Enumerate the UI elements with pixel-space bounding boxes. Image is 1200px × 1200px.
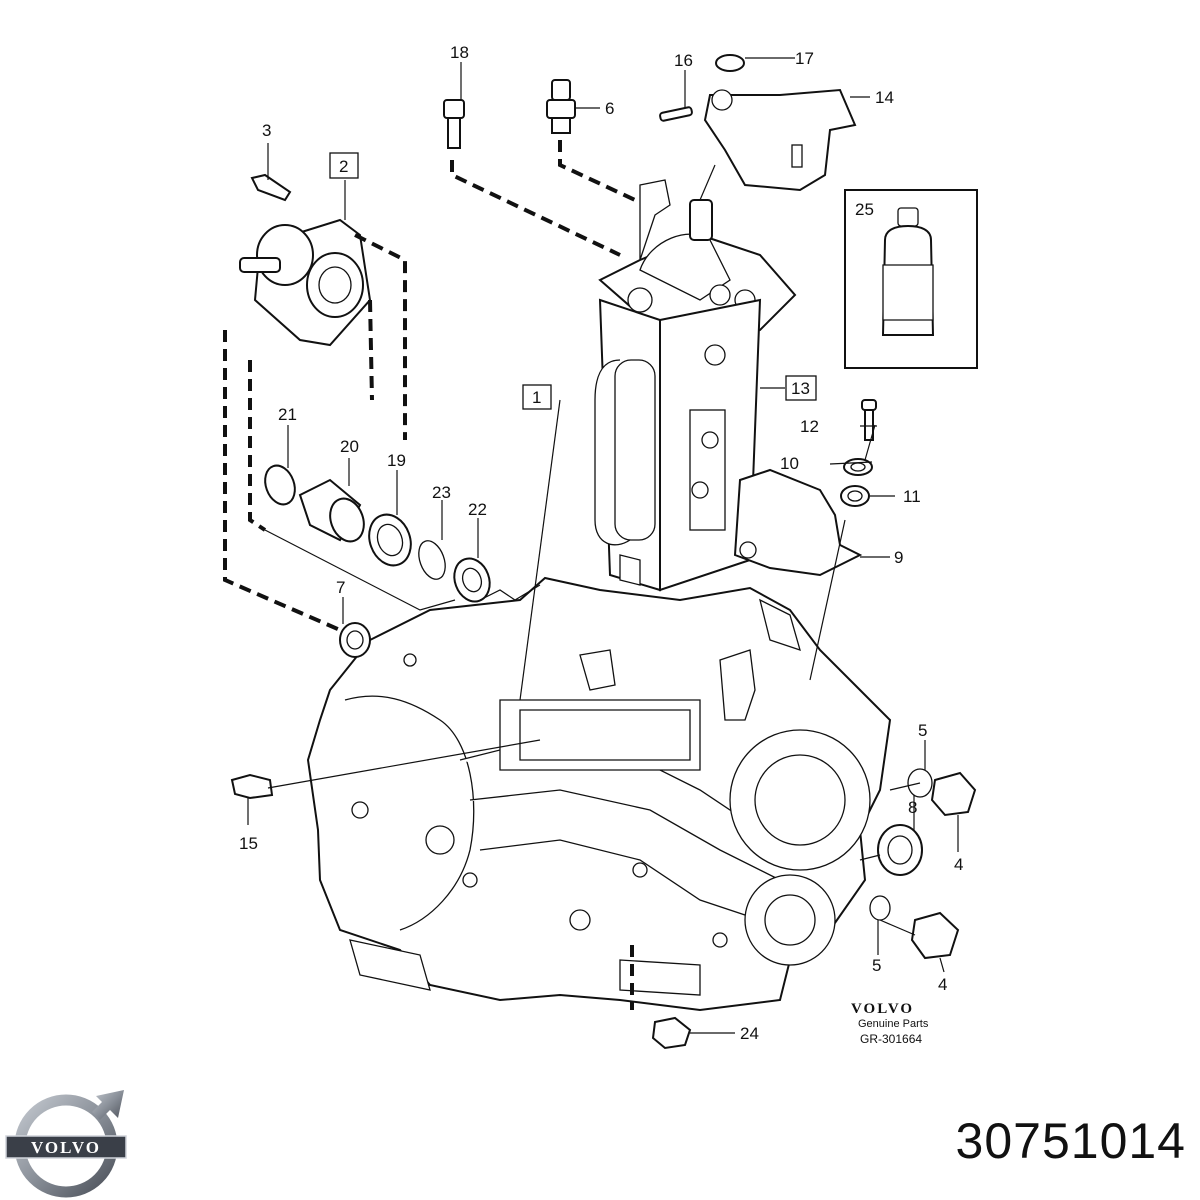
callout-leaders (247, 57, 959, 1034)
callout-13: 13 (791, 379, 810, 398)
callout-16: 16 (674, 51, 693, 70)
callout-box-2 (329, 152, 359, 179)
volvo-logo-icon: VOLVO (5, 1090, 127, 1198)
callout-18: 18 (450, 43, 469, 62)
small-parts (230, 54, 977, 1050)
callout-1: 1 (532, 388, 541, 407)
callout-2: 2 (339, 157, 348, 176)
callout-15: 15 (239, 834, 258, 853)
callout-7: 7 (336, 578, 345, 597)
callout-24: 24 (740, 1024, 759, 1043)
callout-5-lower: 5 (872, 956, 881, 975)
callout-25: 25 (855, 200, 874, 219)
callout-20: 20 (340, 437, 359, 456)
volvo-wordmark: VOLVO (31, 1138, 101, 1157)
slave-cylinder (239, 218, 372, 347)
fluid-bottle-inset (844, 189, 978, 369)
callout-box-1 (522, 384, 552, 410)
small-volvo-logo-text: VOLVO (851, 1001, 914, 1017)
genuine-parts-text: Genuine Parts (858, 1018, 929, 1030)
callout-17: 17 (795, 49, 814, 68)
callout-19: 19 (387, 451, 406, 470)
callout-12: 12 (800, 417, 819, 436)
callout-23: 23 (432, 483, 451, 502)
callout-6: 6 (605, 99, 614, 118)
gearbox-housing (306, 576, 892, 1012)
callout-3: 3 (262, 121, 271, 140)
callout-21: 21 (278, 405, 297, 424)
callout-14: 14 (875, 88, 894, 107)
diagram-reference: GR-301664 (860, 1032, 922, 1046)
callout-11: 11 (903, 487, 921, 506)
assembly-thin-lines (264, 164, 921, 936)
callout-box-13 (785, 375, 817, 401)
callout-4-lower: 4 (938, 975, 947, 994)
gear-selector-module (594, 179, 797, 592)
callout-labels: 3 2 18 6 16 17 14 25 1 13 12 10 11 9 21 … (239, 43, 963, 1043)
callout-22: 22 (468, 500, 487, 519)
assembly-dashed-lines (223, 140, 636, 1010)
diagram-brand-block: VOLVO Genuine Parts GR-301664 (851, 1001, 929, 1046)
callout-5-upper: 5 (918, 721, 927, 740)
callout-4-upper: 4 (954, 855, 963, 874)
callout-9: 9 (894, 548, 903, 567)
callout-8: 8 (908, 798, 917, 817)
part-number: 30751014 (955, 1113, 1186, 1169)
callout-10: 10 (780, 454, 799, 473)
